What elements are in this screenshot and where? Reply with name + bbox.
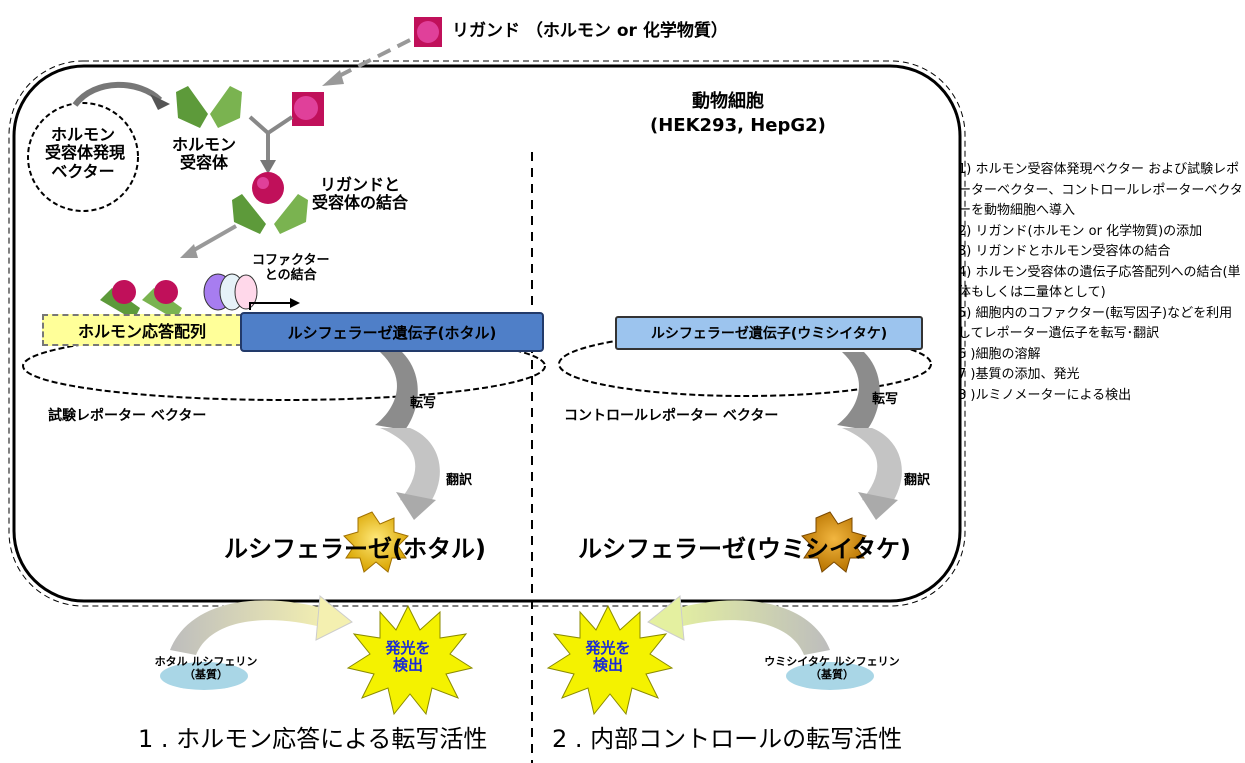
firefly-detect-label: 発光を 検出	[385, 639, 431, 675]
expression-vector-label: ホルモン 受容体発現 ベクター	[45, 125, 126, 181]
renilla-substrate-label: ウミシイタケ ルシフェリン （基質）	[764, 655, 900, 681]
firefly-expression-arrows	[375, 352, 440, 520]
transcription-start-arrow	[249, 302, 290, 310]
cofactor-label: コファクター との結合	[252, 253, 330, 283]
receptor-icon	[176, 86, 242, 128]
expression-vector-plasmid	[27, 102, 139, 212]
hormone-response-element: ホルモン応答配列	[42, 314, 242, 346]
procedure-step: 6 )細胞の溶解	[958, 346, 1041, 362]
test-vector-label: 試験レポーター ベクター	[48, 408, 207, 424]
renilla-expression-arrows	[837, 352, 902, 520]
cell-membrane-outer	[8, 60, 966, 607]
procedure-step: 1) ホルモン受容体発現ベクター および試験レポーターベクター、コントロールレポ…	[958, 162, 1243, 218]
expression-arrow	[72, 81, 163, 107]
firefly-luciferase-icon	[343, 511, 409, 573]
bound-complex-icon	[232, 172, 308, 234]
renilla-substrate-ellipse	[786, 662, 874, 690]
procedure-step: 8 )ルミノメーターによる検出	[958, 387, 1132, 403]
renilla-detect-label: 発光を 検出	[585, 639, 631, 675]
firefly-substrate-ellipse	[160, 662, 248, 690]
renilla-substrate-arc	[670, 600, 830, 655]
ligand-label: リガンド （ホルモン or 化学物質）	[452, 21, 728, 41]
binding-label: リガンドと 受容体の結合	[312, 175, 409, 213]
firefly-substrate-arc	[170, 600, 330, 655]
caption-right: 2 . 内部コントロールの転写活性	[552, 725, 903, 753]
complex-arrow	[193, 224, 237, 252]
control-vector-label: コントロールレポーター ベクター	[564, 408, 779, 424]
firefly-luciferase-gene: ルシフェラーゼ遺伝子(ホタル)	[240, 312, 544, 352]
free-ligand-icon	[292, 92, 324, 126]
procedure-step: 5) 細胞内のコファクター(転写因子)などを利用してレポーター遺伝子を転写･翻訳	[958, 305, 1233, 342]
ligand-icon	[414, 17, 442, 47]
cell-membrane	[12, 64, 962, 603]
cofactor-icon	[203, 273, 258, 311]
procedure-step: 7 )基質の添加、発光	[958, 367, 1080, 382]
ligand-arrow	[334, 38, 411, 80]
transcription-label-right: 転写	[872, 392, 899, 407]
renilla-luciferase-gene: ルシフェラーゼ遺伝子(ウミシイタケ)	[615, 316, 923, 350]
firefly-substrate-label: ホタル ルシフェリン （基質）	[154, 655, 258, 681]
caption-left: 1 . ホルモン応答による転写活性	[138, 725, 488, 753]
firefly-luciferase-label: ルシフェラーゼ(ホタル)	[224, 535, 486, 563]
renilla-light-burst	[546, 604, 674, 716]
cell-lines: (HEK293, HepG2)	[650, 115, 826, 136]
dna-bound-receptor-icon	[100, 280, 182, 320]
translation-label-right: 翻訳	[904, 473, 931, 488]
renilla-luciferase-icon	[801, 511, 867, 573]
procedure-steps: 1) ホルモン受容体発現ベクター および試験レポーターベクター、コントロールレポ…	[958, 160, 1243, 406]
procedure-step: 3) リガンドとホルモン受容体の結合	[958, 244, 1171, 259]
procedure-step: 4) ホルモン受容体の遺伝子応答配列への結合(単体もしくは二量体として)	[958, 264, 1241, 301]
cell-title: 動物細胞	[692, 91, 764, 112]
firefly-light-burst	[346, 604, 474, 716]
translation-label-left: 翻訳	[446, 473, 473, 488]
receptor-label: ホルモン 受容体	[172, 135, 237, 173]
procedure-step: 2) リガンド(ホルモン or 化学物質)の添加	[958, 223, 1203, 239]
transcription-label-left: 転写	[410, 396, 437, 411]
renilla-luciferase-label: ルシフェラーゼ(ウミシイタケ)	[578, 535, 911, 563]
binding-connector	[248, 115, 294, 160]
